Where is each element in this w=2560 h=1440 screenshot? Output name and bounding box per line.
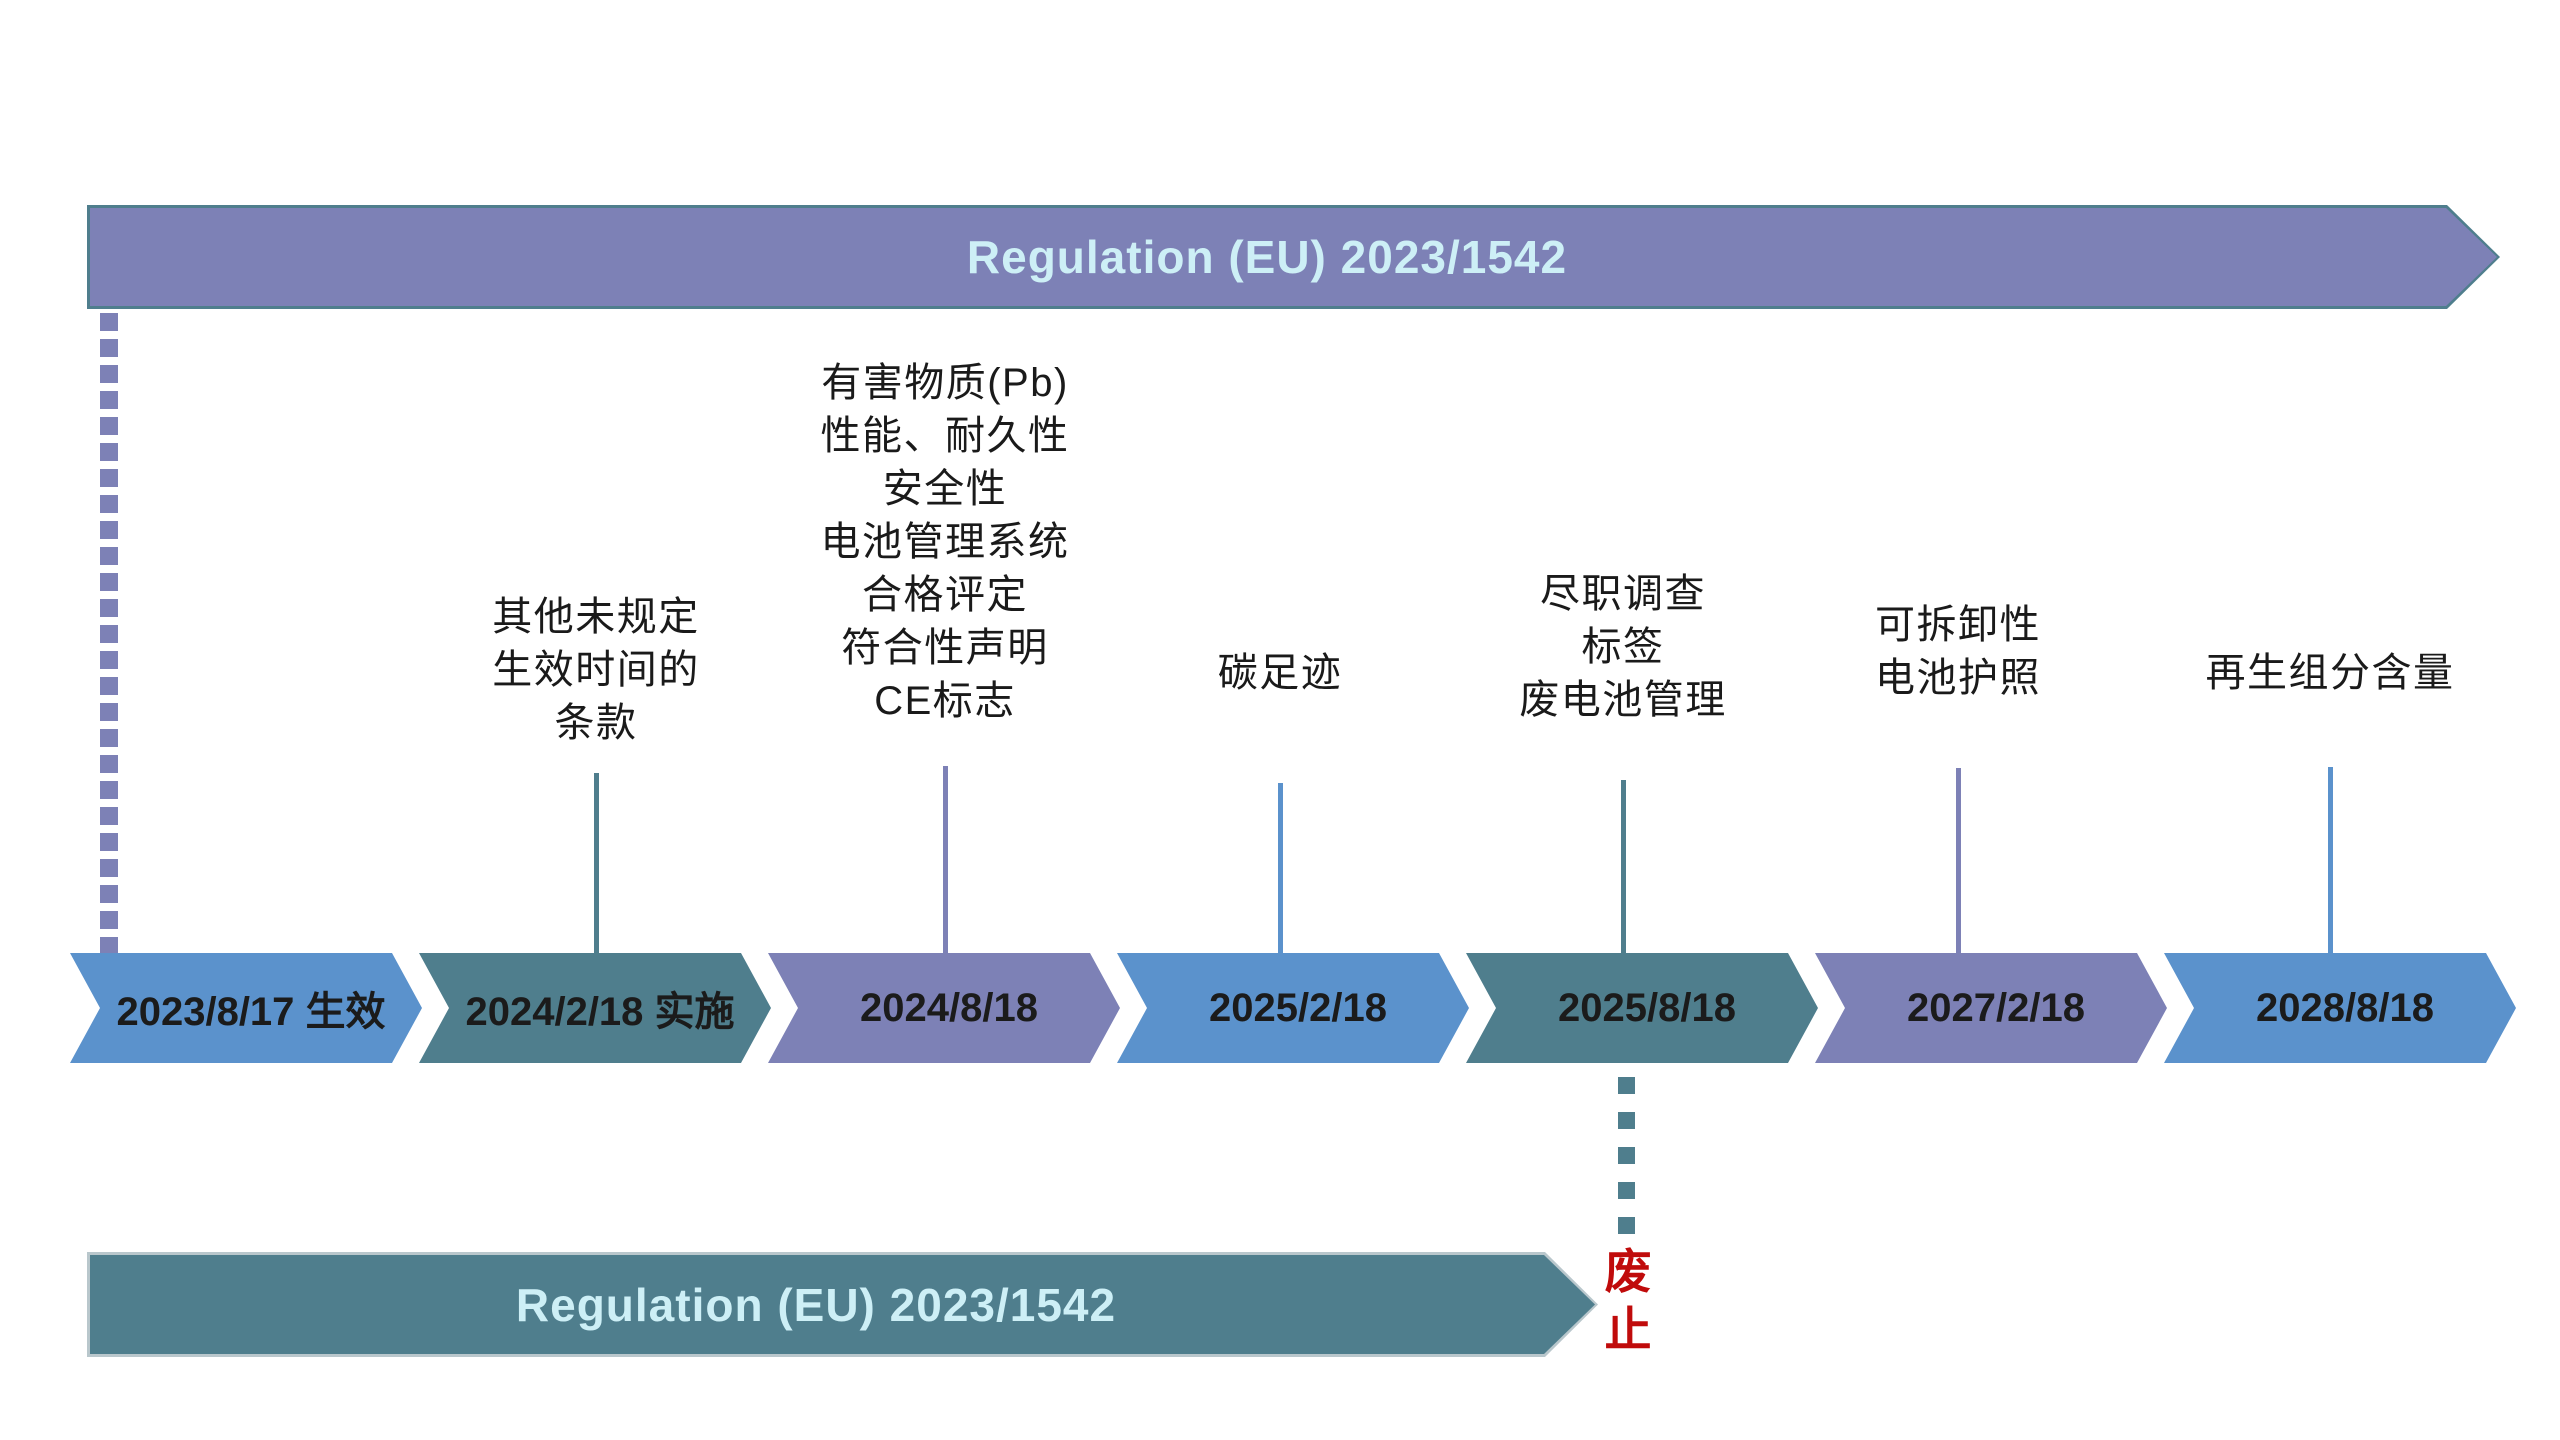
milestone-label: 有害物质(Pb) 性能、耐久性 安全性 电池管理系统 合格评定 符合性声明 CE…	[820, 361, 1070, 723]
milestone-stem-line	[943, 766, 948, 956]
bottom-banner-title: Regulation (EU) 2023/1542	[515, 1278, 1117, 1331]
timeline-date-chevron: 2024/8/18	[768, 953, 1120, 1063]
milestone-label: 再生组分含量	[2205, 651, 2455, 695]
milestone-label: 碳足迹	[1217, 651, 1343, 695]
milestone-stem-line	[1278, 783, 1283, 956]
timeline-date-chevron: 2024/2/18 实施	[419, 953, 771, 1063]
milestone-stem-line	[594, 773, 599, 956]
milestone-stem-line	[2328, 767, 2333, 956]
milestone-stem-line	[1621, 780, 1626, 956]
milestone-date: 2025/2/18	[1209, 985, 1387, 1030]
timeline-date-chevron: 2028/8/18	[2164, 953, 2516, 1063]
milestone-date: 2027/2/18	[1907, 985, 2085, 1030]
milestone-stem-line	[1956, 768, 1961, 956]
milestone-date: 2023/8/17 生效	[116, 990, 386, 1034]
timeline-date-chevron: 2023/8/17 生效	[70, 953, 422, 1063]
effective-date-dashed-connector	[100, 313, 118, 953]
timeline-date-chevron: 2027/2/18	[1815, 953, 2167, 1063]
milestone-label: 其他未规定 生效时间的 条款	[492, 595, 700, 745]
repeal-label: 废 止	[1604, 1245, 1652, 1356]
bottom-banner-arrow-shape: Regulation (EU) 2023/1542	[90, 1255, 1595, 1354]
milestone-date: 2024/2/18 实施	[465, 990, 735, 1034]
repeal-dashed-connector	[1618, 1077, 1635, 1237]
bottom-regulation-banner: Regulation (EU) 2023/1542	[87, 1252, 1598, 1357]
milestone-date: 2024/8/18	[860, 985, 1038, 1030]
timeline-date-chevron: 2025/8/18	[1466, 953, 1818, 1063]
milestone-label: 可拆卸性 电池护照	[1875, 603, 2041, 700]
timeline-date-chevron: 2025/2/18	[1117, 953, 1469, 1063]
top-regulation-banner: Regulation (EU) 2023/1542	[87, 205, 2500, 309]
top-banner-arrow-shape: Regulation (EU) 2023/1542	[90, 208, 2497, 306]
top-banner-title: Regulation (EU) 2023/1542	[966, 231, 1568, 283]
milestone-label: 尽职调查 标签 废电池管理	[1519, 572, 1727, 722]
milestone-date: 2028/8/18	[2256, 985, 2434, 1030]
milestone-date: 2025/8/18	[1558, 985, 1736, 1030]
